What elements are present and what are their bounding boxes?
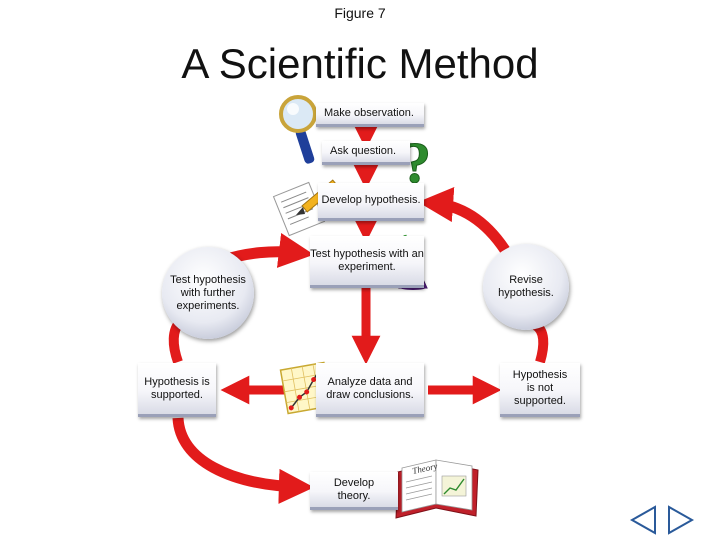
back-arrow-icon[interactable] [628,505,660,535]
step-analyze-data: Analyze data and draw conclusions. [316,363,424,417]
step-revise-hypothesis: Revise hypothesis. [483,244,569,330]
arrow-supported-to-theory [172,417,315,504]
book-icon: Theory [395,459,479,519]
step-ask-question: Ask question. [322,141,410,165]
figure-label: Figure 7 [334,5,386,21]
magnifier-icon [279,95,317,164]
arrow-revise-to-hypothesis [417,186,510,254]
step-make-observation: Make observation. [316,103,424,127]
arrow-not-supported-to-revise [532,320,549,364]
step-develop-theory: Develop theory. [310,472,398,510]
step-hypothesis-not-supported: Hypothesis is not supported. [500,363,580,417]
step-hypothesis-supported: Hypothesis is supported. [138,363,216,417]
step-develop-hypothesis: Develop hypothesis. [318,183,424,221]
step-further-experiments: Test hypothesis with further experiments… [162,247,254,339]
forward-arrow-icon[interactable] [664,505,696,535]
page-title: A Scientific Method [181,40,539,87]
step-test-hypothesis: Test hypothesis with an experiment. [310,236,424,288]
